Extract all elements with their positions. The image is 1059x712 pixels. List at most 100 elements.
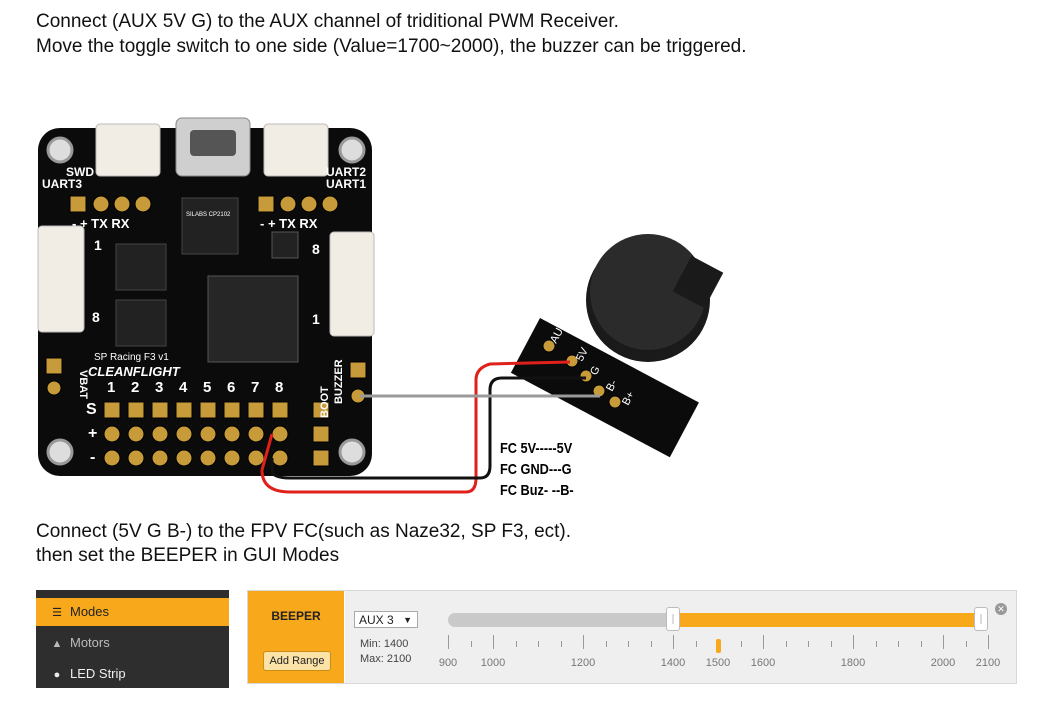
header-pin <box>127 401 145 419</box>
scale-tick-label: 1500 <box>705 657 731 669</box>
boot-pin <box>312 449 330 467</box>
scale-tick <box>673 635 674 649</box>
mode-name: BEEPER <box>271 609 321 623</box>
header-pin <box>223 425 241 443</box>
header-pin <box>103 425 121 443</box>
module-pin-5v: 5V <box>574 345 591 363</box>
scale-tick-label: 1800 <box>840 657 866 669</box>
label-chip: SILABS CP2102 <box>186 212 231 218</box>
header-pin <box>271 449 289 467</box>
scale-tick <box>740 641 742 647</box>
label-buzzer: BUZZER <box>333 359 345 404</box>
mid-line-1: Connect (5V G B-) to the FPV FC(such as … <box>36 521 572 542</box>
header-pin <box>271 425 289 443</box>
black-wire <box>270 376 586 480</box>
buzzer-module <box>510 318 699 458</box>
scale-tick <box>853 635 854 649</box>
scale-tick <box>943 635 944 649</box>
range-max-handle[interactable] <box>974 607 988 631</box>
scale-tick <box>875 641 877 647</box>
pin-number: 3 <box>155 379 163 396</box>
channel-select[interactable]: AUX 3 ▼ <box>354 611 418 628</box>
label-s: S <box>86 401 97 418</box>
uart3-pads <box>69 195 152 213</box>
buzzer-pad <box>349 361 367 379</box>
sidebar-item-label: LED Strip <box>70 666 126 681</box>
scale-tick <box>538 641 539 647</box>
label-swd: SWD <box>66 165 94 179</box>
scale-tick <box>988 635 989 649</box>
boot-pin <box>312 425 330 443</box>
header-pin <box>247 425 265 443</box>
scale-tick <box>650 641 652 647</box>
range-slider-track[interactable] <box>448 613 988 627</box>
header-pin <box>151 449 169 467</box>
scale-tick <box>605 641 607 647</box>
module-pin-bminus: B- <box>604 378 620 394</box>
scale-tick <box>628 641 629 647</box>
header-pin <box>199 425 217 443</box>
mode-header: BEEPER Add Range <box>248 591 344 683</box>
label-uart2: UART2 <box>326 165 366 179</box>
scale-tick-label: 900 <box>438 657 458 669</box>
sidebar-item-motors[interactable]: ▲Motors <box>36 629 229 657</box>
scale-tick <box>785 641 787 647</box>
range-slider-fill <box>673 613 988 627</box>
sidebar-item-modes[interactable]: ☰Modes <box>36 598 229 626</box>
label-brand: CLEANFLIGHT <box>88 364 181 379</box>
header-pin <box>151 425 169 443</box>
scale-tick <box>763 635 764 649</box>
add-range-button[interactable]: Add Range <box>263 651 331 671</box>
channel-select-value: AUX 3 <box>359 613 394 627</box>
bulb-icon: ● <box>53 669 61 681</box>
scale-tick <box>898 641 899 647</box>
header-pin <box>223 449 241 467</box>
remove-range-icon[interactable]: ✕ <box>995 603 1007 615</box>
label-board-name: SP Racing F3 v1 <box>94 352 169 363</box>
mid-line-2: then set the BEEPER in GUI Modes <box>36 545 340 566</box>
header-pin <box>271 401 289 419</box>
label-uart1: UART1 <box>326 177 366 191</box>
label-boot: BOOT <box>319 386 331 418</box>
toggle-icon: ☰ <box>52 607 62 619</box>
label-one-left: 1 <box>94 237 102 253</box>
legend-line-1: FC 5V-----5V <box>500 440 573 457</box>
right-side-connector <box>329 231 375 337</box>
current-value-marker <box>716 639 721 653</box>
beeper-mode-panel: BEEPER Add Range AUX 3▼ Min: 1400 Max: 2… <box>247 590 1017 684</box>
sidebar-item-led-strip[interactable]: ● LED Strip <box>36 660 229 688</box>
flight-controller-board <box>38 128 372 476</box>
range-min-handle[interactable] <box>666 607 680 631</box>
scale-tick <box>920 641 922 647</box>
pin-number: 6 <box>227 379 235 396</box>
header-pin <box>103 449 121 467</box>
pin-number: 2 <box>131 379 139 396</box>
label-eight-left: 8 <box>92 309 100 325</box>
usb-chip <box>181 197 239 255</box>
swd-connector <box>95 123 161 177</box>
buzzer-pins <box>542 339 622 409</box>
header-pin <box>175 449 193 467</box>
header-pin <box>175 401 193 419</box>
label-uart3: UART3 <box>42 177 82 191</box>
scale-tick-label: 1200 <box>570 657 596 669</box>
top-line-2: Move the toggle switch to one side (Valu… <box>36 36 747 57</box>
motor-icon: ▲ <box>51 638 63 650</box>
header-pin <box>127 425 145 443</box>
header-pin <box>247 401 265 419</box>
scale-tick <box>560 641 562 647</box>
connection-legend: FC 5V-----5V FC GND---G FC Buz- --B- <box>500 438 574 501</box>
scale-tick-label: 1000 <box>480 657 506 669</box>
scale-tick-label: 1400 <box>660 657 686 669</box>
header-pin <box>175 425 193 443</box>
uart2-connector <box>263 123 329 177</box>
scale-tick <box>448 635 449 649</box>
pin-number: 4 <box>179 379 188 396</box>
vbat-pad <box>45 357 63 375</box>
chevron-down-icon: ▼ <box>403 615 412 625</box>
pin-number: 5 <box>203 379 211 396</box>
header-pin <box>199 401 217 419</box>
mount-hole <box>338 438 366 466</box>
legend-line-3: FC Buz- --B- <box>500 482 574 499</box>
